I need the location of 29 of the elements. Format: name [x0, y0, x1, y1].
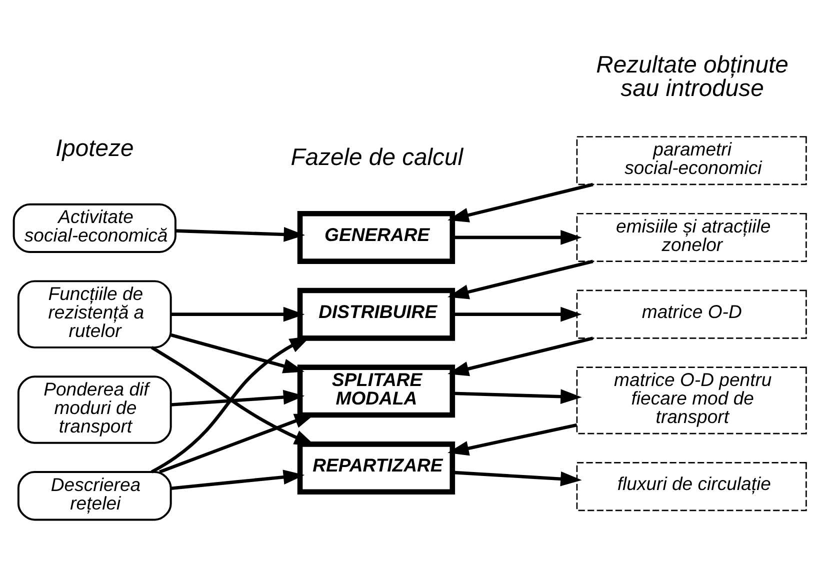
arrow [452, 230, 582, 244]
arrow [452, 470, 582, 486]
node-box: Funcțiile de rezistență a rutelor [17, 280, 172, 348]
node-box: Activitate social-economică [12, 202, 176, 253]
node-box: matrice O-D [576, 289, 807, 338]
label: Fazele de calcul [290, 144, 464, 171]
node-box: REPARTIZARE [297, 441, 456, 494]
arrow [448, 422, 578, 456]
arrow [448, 336, 594, 376]
node-box: DISTRIBUIRE [297, 287, 456, 340]
node-box: fluxuri de circulație [576, 462, 807, 511]
arrow [170, 332, 304, 373]
node-box: GENERARE [297, 210, 456, 264]
node-box: Ponderea dif moduri de transport [17, 375, 172, 444]
label: Ipoteze [56, 134, 134, 162]
arrow [452, 388, 582, 404]
node-box: SPLITARE MODALA [297, 364, 456, 418]
arrow [171, 306, 305, 322]
arrow [175, 226, 306, 242]
node-box: Descrierea rețelei [17, 470, 172, 520]
label: Rezultate obținute sau introduse [596, 50, 788, 102]
arrow [448, 182, 594, 222]
arrow [170, 389, 305, 406]
arrow [170, 469, 305, 490]
node-box: matrice O-D pentru fiecare mod de transport [576, 366, 807, 434]
arrow [452, 306, 582, 322]
node-box: parametri social-economici [576, 136, 807, 185]
arrow [448, 259, 594, 299]
node-box: emisiile și atracțiile zonelor [576, 212, 807, 262]
